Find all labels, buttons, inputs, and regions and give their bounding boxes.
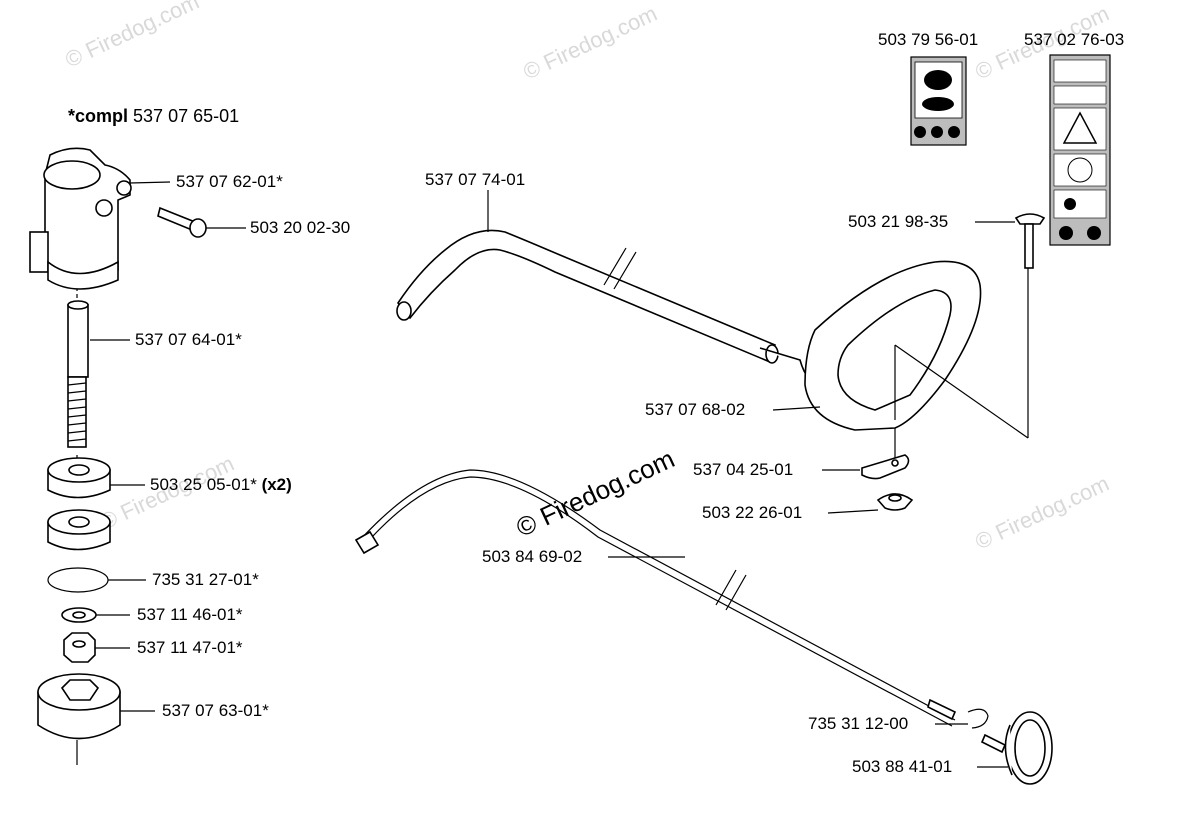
shaft-clip	[967, 708, 989, 729]
wing-nut	[876, 493, 914, 511]
part-qty-503250501: (x2)	[261, 475, 292, 494]
compl-prefix: *compl	[68, 106, 129, 126]
part-number-503250501: 503 25 05-01*	[150, 475, 257, 494]
part-label-735312701: 735 31 27-01*	[152, 570, 259, 589]
part-label-503250501: 503 25 05-01* (x2)	[150, 475, 292, 495]
loop-handle	[759, 260, 982, 431]
part-label-537076201: 537 07 62-01*	[176, 172, 283, 191]
carriage-bolt	[1014, 213, 1046, 269]
part-label-503219835: 503 21 98-35	[848, 212, 949, 231]
drive-head	[980, 711, 1053, 785]
compl-number: 537 07 65-01	[133, 106, 240, 126]
part-label-503200230: 503 20 02-30	[250, 218, 351, 237]
part-label-537077401: 537 07 74-01	[425, 170, 526, 189]
part-label-735311200: 735 31 12-00	[808, 714, 909, 733]
drive-shaft	[354, 469, 957, 727]
part-label-503795601: 503 79 56-01	[878, 30, 979, 49]
washer	[61, 607, 97, 623]
circlip	[47, 567, 109, 593]
part-label-503846902: 503 84 69-02	[482, 547, 583, 566]
part-label-537042501: 537 04 25-01	[693, 460, 794, 479]
drive-cup	[37, 673, 121, 740]
part-label-503222601: 503 22 26-01	[702, 503, 803, 522]
part-label-537027603: 537 02 76-03	[1024, 30, 1125, 49]
shaft-adapter	[67, 300, 89, 448]
compl-label: *compl 537 07 65-01	[68, 106, 239, 126]
nut	[63, 632, 96, 663]
decal-503795601	[910, 56, 967, 146]
part-label-537076802: 537 07 68-02	[645, 400, 746, 419]
shaft-tube	[396, 229, 779, 364]
clamp-housing	[29, 147, 132, 290]
decal-537027603	[1049, 54, 1111, 246]
part-label-537076301: 537 07 63-01*	[162, 701, 269, 720]
part-label-537114601: 537 11 46-01*	[137, 605, 243, 624]
bearing-lower	[47, 509, 111, 551]
part-label-537114701: 537 11 47-01*	[137, 638, 243, 657]
clamp-bolt	[157, 206, 207, 238]
bearing-upper	[47, 457, 111, 499]
part-label-503884101: 503 88 41-01	[852, 757, 953, 776]
part-label-537076401: 537 07 64-01*	[135, 330, 242, 349]
bracket	[861, 454, 910, 480]
